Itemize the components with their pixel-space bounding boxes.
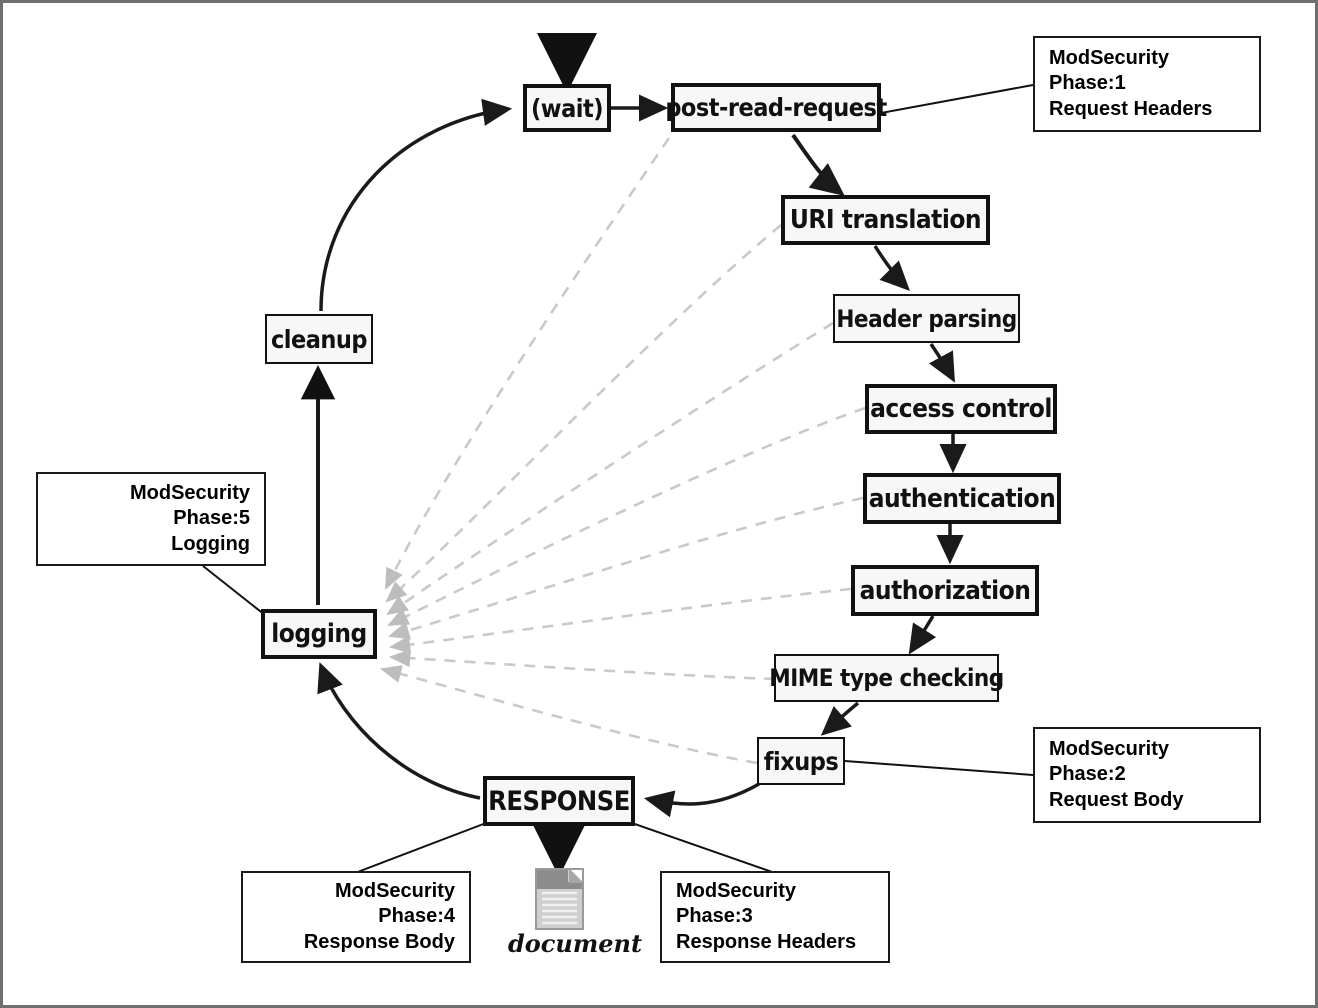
leader-phase4 xyxy=(354,822,487,874)
note-phase-4-line2: Response Body xyxy=(303,930,455,953)
node-mime-type-checking-label: MIME type checking xyxy=(769,664,1004,692)
leader-phase3 xyxy=(631,822,776,874)
arrow-fixups-to-response xyxy=(643,782,760,818)
dash-mime-to-logging xyxy=(388,649,776,681)
node-access-control-label: access control xyxy=(870,394,1052,424)
node-wait[interactable]: (wait) xyxy=(523,84,611,132)
note-phase-2-line2: Request Body xyxy=(1049,788,1184,811)
node-cleanup[interactable]: cleanup xyxy=(265,314,373,364)
note-phase-1: ModSecurity Phase:1 Request Headers xyxy=(1033,36,1261,132)
node-authentication[interactable]: authentication xyxy=(863,473,1061,524)
leader-phase5 xyxy=(202,565,266,616)
note-phase-4-line1: ModSecurity Phase:4 xyxy=(334,879,455,928)
node-post-read-request[interactable]: post-read-request xyxy=(665,83,887,132)
note-phase-2: ModSecurity Phase:2 Request Body xyxy=(1033,727,1261,823)
dash-authn-to-logging xyxy=(388,496,864,640)
node-uri-translation[interactable]: URI translation xyxy=(781,195,990,245)
dash-postread-to-logging xyxy=(384,137,671,590)
note-phase-4: ModSecurity Phase:4 Response Body xyxy=(241,871,471,963)
node-cleanup-label: cleanup xyxy=(270,324,368,354)
node-authentication-label: authentication xyxy=(868,483,1056,514)
document-label: document xyxy=(508,929,643,958)
note-phase-3: ModSecurity Phase:3 Response Headers xyxy=(660,871,890,963)
node-header-parsing-label: Header parsing xyxy=(836,304,1017,333)
dash-fixups-to-logging xyxy=(379,665,758,765)
arrow-cleanup-to-wait xyxy=(319,98,513,312)
note-phase-1-line1: ModSecurity Phase:1 xyxy=(1049,46,1170,95)
node-logging[interactable]: logging xyxy=(261,609,377,659)
document-page-icon xyxy=(535,868,584,930)
note-phase-5: ModSecurity Phase:5 Logging xyxy=(36,472,266,566)
arrow-mime-to-fixups xyxy=(820,701,860,736)
note-phase-1-line2: Request Headers xyxy=(1049,97,1213,120)
arrow-uri-to-header xyxy=(873,245,910,291)
node-authorization-label: authorization xyxy=(859,575,1031,606)
dash-header-to-logging xyxy=(386,321,834,616)
note-phase-2-line1: ModSecurity Phase:2 xyxy=(1049,737,1170,786)
dash-access-to-logging xyxy=(387,406,866,627)
node-fixups[interactable]: fixups xyxy=(757,737,845,785)
arrow-response-to-logging xyxy=(317,662,481,800)
node-logging-label: logging xyxy=(271,619,367,649)
node-header-parsing[interactable]: Header parsing xyxy=(833,294,1020,343)
arrow-postread-to-uri xyxy=(791,133,845,196)
node-post-read-request-label: post-read-request xyxy=(665,93,887,122)
note-phase-3-line2: Response Headers xyxy=(676,930,857,953)
arrow-header-to-access xyxy=(928,343,956,383)
node-access-control[interactable]: access control xyxy=(865,384,1057,434)
dash-authz-to-logging xyxy=(388,587,852,654)
arrow-authz-to-mime xyxy=(908,615,937,655)
node-wait-label: (wait) xyxy=(531,93,603,123)
node-mime-type-checking[interactable]: MIME type checking xyxy=(769,654,1004,702)
note-phase-3-line1: ModSecurity Phase:3 xyxy=(676,879,797,928)
leader-phase2 xyxy=(844,760,1034,776)
leader-phase1 xyxy=(880,84,1034,114)
dash-uri-to-logging xyxy=(385,224,782,603)
node-response-label: RESPONSE xyxy=(488,785,630,817)
note-phase-5-line2: Logging xyxy=(171,532,250,555)
node-fixups-label: fixups xyxy=(763,746,839,776)
node-authorization[interactable]: authorization xyxy=(851,565,1039,616)
note-phase-5-line1: ModSecurity Phase:5 xyxy=(129,481,250,530)
node-uri-translation-label: URI translation xyxy=(789,205,982,235)
node-response[interactable]: RESPONSE xyxy=(483,776,635,826)
